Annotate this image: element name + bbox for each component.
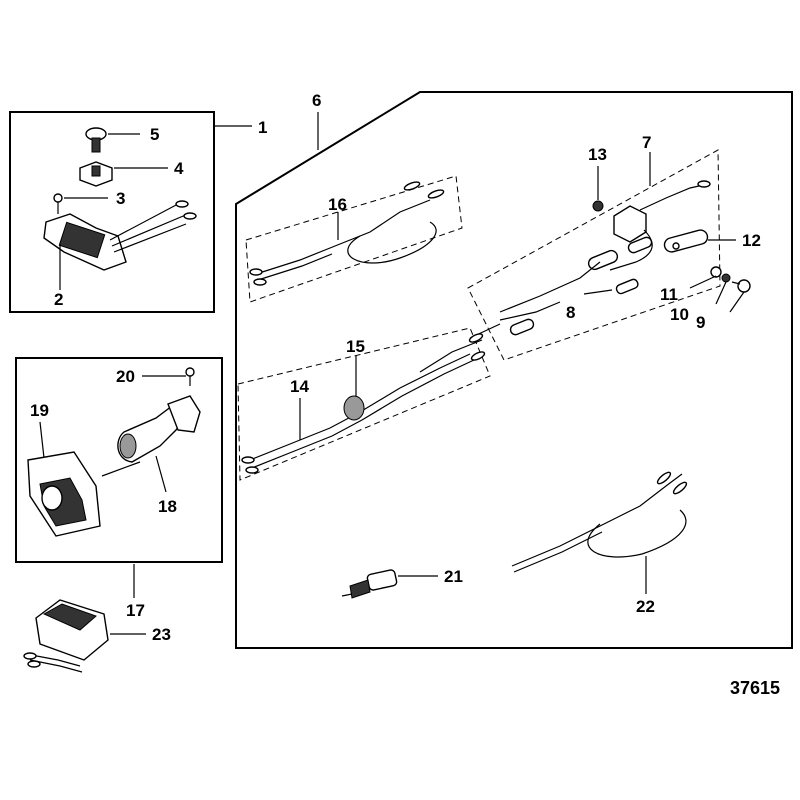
ignition-switch-icon [43,200,197,271]
screw-icon [53,193,63,214]
callout-20: 20 [116,367,135,386]
washer-icon [710,266,731,283]
harness-icon [241,333,486,474]
callout-23: 23 [152,625,171,644]
box-group-17: 20 19 18 [15,357,223,563]
fuse-icon [469,236,653,339]
rectifier-icon [23,599,109,673]
extension-harness-icon [511,471,688,573]
screw-icon [185,367,195,386]
callout-6: 6 [312,91,321,110]
callout-17: 17 [126,601,145,620]
callout-5: 5 [150,125,159,144]
callout-1: 1 [258,118,267,137]
callout-18: 18 [158,497,177,516]
callout-2: 2 [54,290,63,309]
screw-icon [731,279,751,293]
screw-icon [85,127,107,153]
callout-12: 12 [742,231,761,250]
callout-22: 22 [636,597,655,616]
callout-11: 11 [660,285,678,304]
box-group-1: 2 3 4 5 [9,111,252,313]
bracket-icon [117,395,201,463]
nut-icon [592,200,604,212]
bezel-icon [27,451,101,537]
callout-10: 10 [670,305,689,324]
callout-13: 13 [588,145,607,164]
sender-icon [341,569,398,599]
drawing-number: 37615 [730,678,780,698]
callout-19: 19 [30,401,49,420]
lead-wire-icon [249,181,445,286]
callout-3: 3 [116,189,125,208]
box-group-6: 6 16 7 13 [235,91,793,649]
callout-7: 7 [642,133,651,152]
plate-icon [663,229,709,253]
clip-icon [79,161,113,187]
callout-9: 9 [696,313,705,332]
callout-21: 21 [444,567,463,586]
relay-icon [609,180,711,271]
group-box-6 [235,91,793,649]
callout-8: 8 [566,303,575,322]
callout-14: 14 [290,377,309,396]
callout-4: 4 [174,159,184,178]
group-box-1 [9,111,215,313]
group-box-17 [15,357,223,563]
callout-16: 16 [328,195,347,214]
callout-15: 15 [346,337,365,356]
